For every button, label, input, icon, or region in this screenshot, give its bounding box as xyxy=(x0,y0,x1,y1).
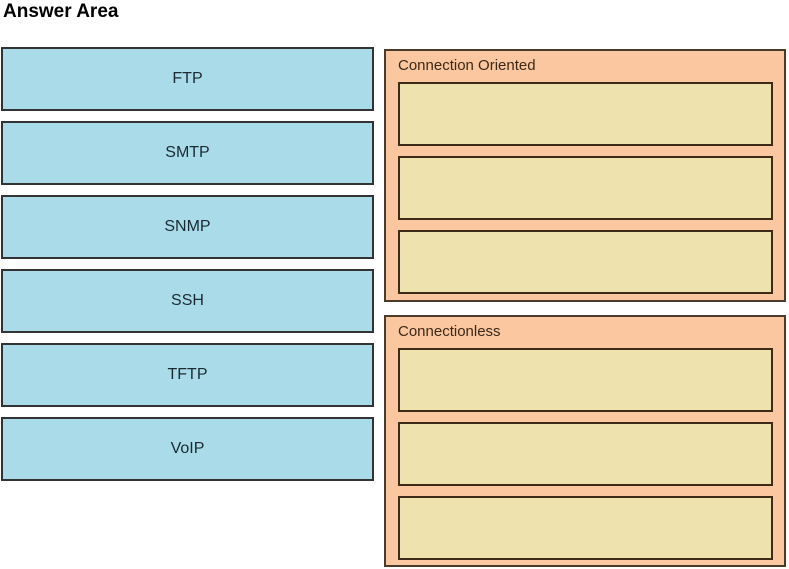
draggable-item-label: VoIP xyxy=(170,440,205,457)
drop-slot-connectionless-3[interactable] xyxy=(398,496,773,560)
draggable-items-column: FTP SMTP SNMP SSH TFTP VoIP xyxy=(1,47,374,481)
draggable-item-smtp[interactable]: SMTP xyxy=(1,121,374,185)
drop-containers-column: Connection Oriented Connectionless xyxy=(384,49,786,567)
draggable-item-ftp[interactable]: FTP xyxy=(1,47,374,111)
draggable-item-label: FTP xyxy=(172,70,203,87)
draggable-item-label: SMTP xyxy=(165,144,210,161)
drop-slot-connection-oriented-3[interactable] xyxy=(398,230,773,294)
drop-container-title: Connection Oriented xyxy=(398,57,536,74)
draggable-item-label: SSH xyxy=(171,292,204,309)
drop-slot-connection-oriented-1[interactable] xyxy=(398,82,773,146)
draggable-item-label: TFTP xyxy=(167,366,208,383)
draggable-item-tftp[interactable]: TFTP xyxy=(1,343,374,407)
drop-slot-connection-oriented-2[interactable] xyxy=(398,156,773,220)
drop-container-title: Connectionless xyxy=(398,323,501,340)
page-title: Answer Area xyxy=(3,1,119,22)
draggable-item-label: SNMP xyxy=(164,218,211,235)
draggable-item-ssh[interactable]: SSH xyxy=(1,269,374,333)
drop-container-connectionless: Connectionless xyxy=(384,315,786,567)
drop-slot-connectionless-1[interactable] xyxy=(398,348,773,412)
drop-container-connection-oriented: Connection Oriented xyxy=(384,49,786,302)
draggable-item-voip[interactable]: VoIP xyxy=(1,417,374,481)
draggable-item-snmp[interactable]: SNMP xyxy=(1,195,374,259)
drop-slot-connectionless-2[interactable] xyxy=(398,422,773,486)
